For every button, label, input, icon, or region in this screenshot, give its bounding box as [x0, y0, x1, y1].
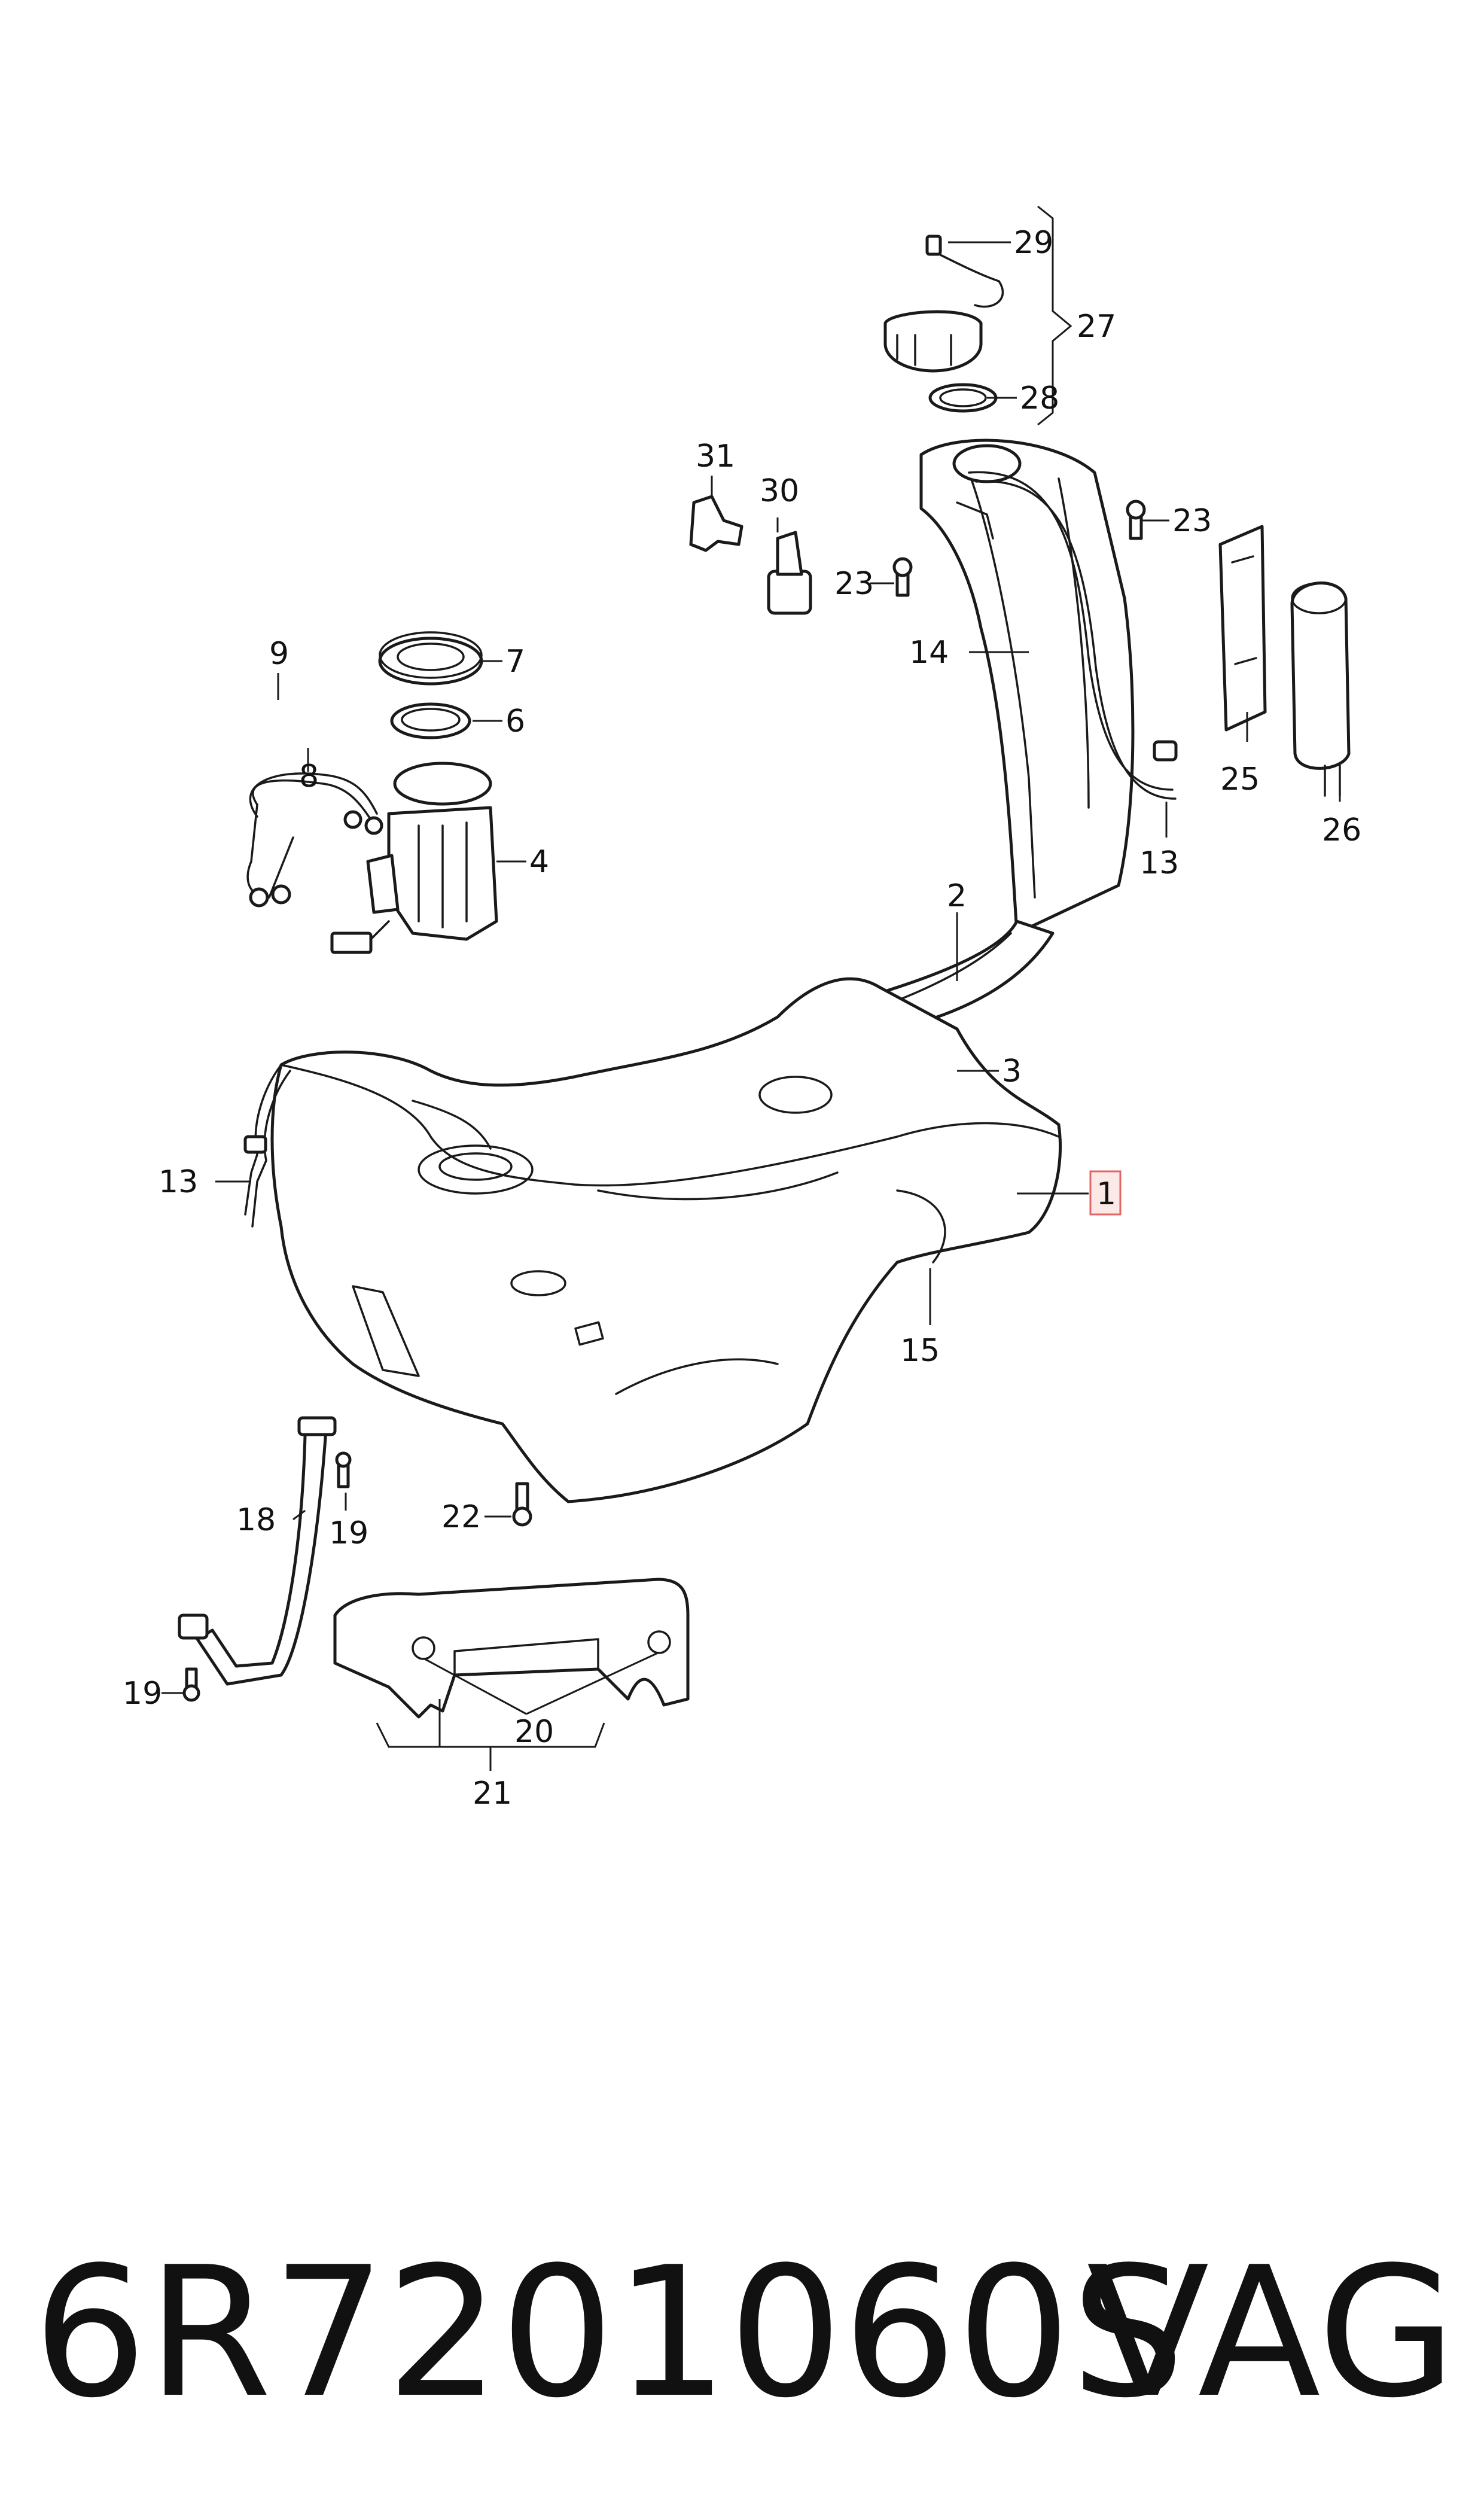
- breather-hose-left: [243, 1064, 291, 1228]
- breather-valve: [767, 531, 812, 615]
- callout-1: 1: [1096, 1176, 1116, 1212]
- callout-2: 2: [947, 878, 967, 914]
- callout-19-lower: 19: [123, 1676, 162, 1712]
- part-number-footer: 6R7201060S VAG: [33, 2213, 1456, 2453]
- cap-tether: [925, 235, 1004, 308]
- fuel-filter: [1290, 581, 1351, 797]
- callout-15: 15: [900, 1333, 940, 1369]
- bolt-19-lower: [182, 1667, 200, 1702]
- bolt-23-right: [1126, 500, 1146, 540]
- callout-13-right: 13: [1139, 845, 1179, 881]
- locking-ring: [378, 631, 483, 686]
- callout-7: 7: [505, 644, 525, 680]
- callout-31: 31: [696, 439, 735, 474]
- callout-19-upper: 19: [329, 1515, 368, 1551]
- part-number: 6R7201060S: [33, 2228, 1185, 2437]
- breather-line-right: [968, 471, 1178, 800]
- bolt-19-upper: [335, 1451, 352, 1488]
- leader-lines: [161, 205, 1341, 1771]
- callout-28: 28: [1020, 380, 1059, 416]
- callout-21: 21: [473, 1776, 512, 1811]
- callout-26: 26: [1322, 812, 1361, 848]
- filler-neck: [919, 439, 1135, 935]
- callout-labels: 1 2 3 4 6 7 8 9 13 13 14 15 18 19 19 20 …: [123, 225, 1361, 1811]
- callout-14: 14: [909, 635, 949, 671]
- callout-18: 18: [236, 1502, 276, 1538]
- callout-8: 8: [299, 759, 319, 794]
- highlight-box-1: [1089, 1170, 1122, 1216]
- cap-seal: [928, 383, 998, 413]
- filter-bracket: [1218, 525, 1267, 732]
- callout-25: 25: [1220, 762, 1260, 797]
- connector-hose: [689, 495, 743, 552]
- filler-cap: [883, 310, 983, 373]
- seal-ring: [390, 702, 471, 739]
- bolt-22: [512, 1482, 532, 1527]
- callout-20: 20: [514, 1714, 554, 1750]
- callout-4: 4: [529, 844, 549, 880]
- heat-shield: [333, 1578, 690, 1719]
- callout-23-right: 23: [1172, 503, 1212, 539]
- brand-name: VAG: [1086, 2228, 1456, 2437]
- callout-29: 29: [1014, 225, 1053, 261]
- callout-22: 22: [441, 1499, 481, 1535]
- callout-30: 30: [760, 473, 799, 509]
- bolt-23-left: [892, 557, 913, 597]
- callout-3: 3: [1002, 1054, 1022, 1089]
- fuel-line: [246, 772, 383, 908]
- fuel-pump-unit: [330, 762, 498, 954]
- tank-strap: [178, 1416, 337, 1686]
- callout-9: 9: [269, 636, 289, 672]
- fuel-tank: [270, 977, 1062, 1503]
- callout-6: 6: [505, 704, 525, 739]
- callout-27: 27: [1077, 309, 1116, 345]
- callout-23-left: 23: [834, 566, 874, 602]
- callout-13-left: 13: [159, 1164, 198, 1200]
